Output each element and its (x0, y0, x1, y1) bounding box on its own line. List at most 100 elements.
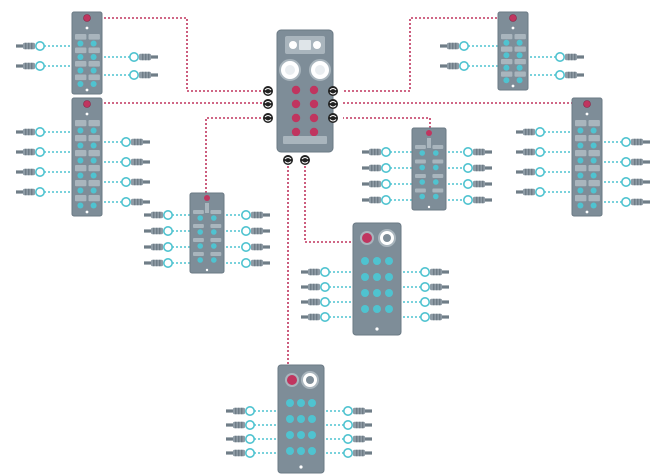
sensor-tail (577, 73, 584, 77)
label-slot (193, 252, 204, 256)
sensor-plug-icon (620, 137, 650, 148)
io-port (77, 187, 84, 194)
io-port (516, 77, 523, 84)
io-port (503, 64, 510, 71)
sensor-tail (516, 190, 523, 194)
power-port (583, 100, 591, 108)
label-slot (210, 252, 222, 256)
sensor-rib (310, 283, 312, 291)
sensor-rib (260, 243, 262, 251)
sensor-ring (245, 405, 256, 416)
io-port (577, 202, 584, 209)
sensor-rib (235, 435, 237, 443)
label-slot (432, 188, 444, 193)
sensor-rib (433, 268, 435, 276)
hub-label (283, 136, 327, 144)
io-port (90, 67, 97, 74)
mount-hole (585, 210, 589, 214)
io-port (516, 52, 523, 59)
module-body (71, 97, 103, 217)
sensor-ring (554, 70, 565, 81)
sensor-rib (637, 178, 639, 186)
label-slot (210, 210, 222, 214)
sensor-plug-icon (362, 179, 391, 190)
sensor-rib (525, 128, 527, 136)
sensor-tail (365, 451, 372, 455)
sensor-plug-icon (419, 281, 449, 292)
sensor-plug-icon (462, 179, 492, 190)
io-port (503, 52, 510, 59)
sensor-ring (34, 187, 45, 198)
sensor-rib (479, 148, 481, 156)
power-port (83, 100, 91, 108)
module-mid-left (71, 97, 103, 217)
label-slot (514, 34, 526, 40)
devices-layer (16, 11, 650, 474)
sensor-plug-icon (342, 419, 372, 430)
sensor-plug-icon (301, 266, 330, 277)
sensor-tail (144, 245, 151, 249)
label-slot (210, 224, 222, 228)
sensor-ring (241, 210, 252, 221)
sensor-rib (359, 449, 361, 457)
io-port (419, 164, 426, 171)
sensor-rib (260, 227, 262, 235)
sensor-rib (145, 71, 147, 79)
sensor-tail (362, 166, 369, 170)
io-port (308, 431, 316, 439)
sensor-rib (433, 313, 435, 321)
sensor-plug-icon (241, 242, 270, 253)
sensor-plug-icon (226, 447, 256, 458)
sensor-rib (153, 243, 155, 251)
sensor-rib (254, 227, 256, 235)
io-port (197, 257, 203, 263)
sensor-rib (134, 198, 136, 206)
sensor-plug-icon (301, 281, 330, 292)
sensor-ring (245, 419, 256, 430)
sensor-rib (374, 196, 376, 204)
sensor-ring (462, 195, 473, 206)
label-slot (88, 34, 100, 40)
sensor-tail (442, 315, 449, 319)
sensor-ring (620, 177, 631, 188)
sensor-rib (482, 180, 484, 188)
sensor-plug-icon (226, 419, 256, 430)
io-port (90, 202, 97, 209)
sensor-tail (643, 140, 650, 144)
sensor-rib (28, 42, 30, 50)
sensor-ring (380, 195, 391, 206)
sensor-rib (531, 188, 533, 196)
io-port (286, 415, 294, 423)
sensor-rib (31, 128, 33, 136)
sensor-rib (313, 283, 315, 291)
sensor-rib (377, 180, 379, 188)
sensor-rib (476, 196, 478, 204)
sensor-rib (479, 196, 481, 204)
sensor-plug-icon (226, 433, 256, 444)
sensor-tail (485, 166, 492, 170)
io-port (90, 127, 97, 134)
sensor-rib (568, 53, 570, 61)
sensor-plug-icon (342, 433, 372, 444)
sensor-tail (301, 300, 308, 304)
sensor-tail (516, 130, 523, 134)
sensor-plug-icon (144, 242, 174, 253)
sensor-rib (371, 196, 373, 204)
sensor-rib (452, 62, 454, 70)
sensor-rib (257, 243, 259, 251)
sensor-ring (342, 405, 353, 416)
sensor-ring (245, 447, 256, 458)
sensor-ring (241, 257, 252, 268)
label-slot (88, 195, 100, 202)
io-port (90, 80, 97, 87)
sensor-rib (137, 178, 139, 186)
label-slot (88, 135, 100, 142)
sensor-rib (359, 435, 361, 443)
sensor-rib (313, 298, 315, 306)
sensor-plug-icon (342, 405, 372, 416)
sensor-rib (159, 243, 161, 251)
label-slot (575, 165, 587, 172)
sensor-tail (144, 261, 151, 265)
sensor-tail (485, 182, 492, 186)
